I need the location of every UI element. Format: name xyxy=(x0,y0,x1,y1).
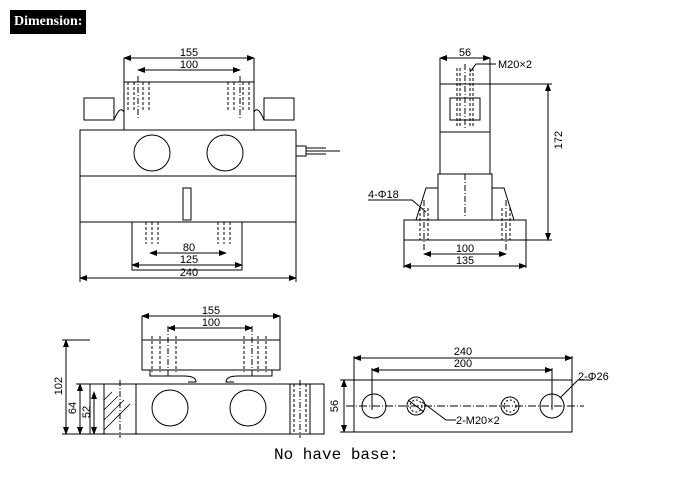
side-dim-135: 135 xyxy=(456,255,474,267)
no-base-plan-view xyxy=(340,355,592,433)
plan-dim-240: 240 xyxy=(454,346,472,358)
dimension-header: Dimension: xyxy=(10,10,87,34)
nobase-dim-64: 64 xyxy=(67,402,79,414)
front-dim-80: 80 xyxy=(183,242,195,254)
side-hole-label: 4-Φ18 xyxy=(368,189,399,201)
nobase-dim-52: 52 xyxy=(81,406,93,418)
side-dim-100: 100 xyxy=(456,243,474,255)
no-base-caption: No have base: xyxy=(274,446,399,464)
plan-thread-label: 2-M20×2 xyxy=(456,415,500,427)
front-dim-125: 125 xyxy=(180,254,198,266)
front-dim-155: 155 xyxy=(180,47,198,59)
nobase-dim-100: 100 xyxy=(202,317,220,329)
front-dim-100: 100 xyxy=(180,59,198,71)
nobase-dim-155: 155 xyxy=(202,305,220,317)
plan-dim-200: 200 xyxy=(454,358,472,370)
nobase-dim-102: 102 xyxy=(53,377,65,395)
plan-dim-56: 56 xyxy=(329,400,341,412)
side-thread-label: M20×2 xyxy=(498,59,532,71)
side-view xyxy=(368,55,552,269)
side-dim-56: 56 xyxy=(459,47,471,59)
side-dim-172: 172 xyxy=(553,131,565,149)
front-view xyxy=(79,55,340,282)
front-dim-240: 240 xyxy=(180,267,198,279)
plan-hole-label: 2-Φ26 xyxy=(578,371,609,383)
no-base-front-view xyxy=(62,313,325,438)
